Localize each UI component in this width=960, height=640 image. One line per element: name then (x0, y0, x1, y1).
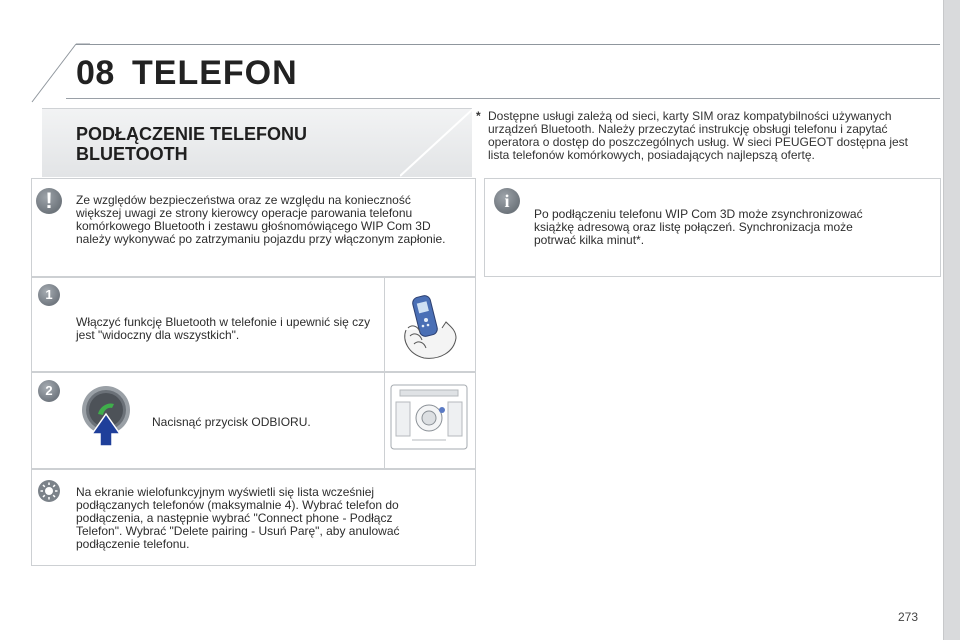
step1-divider (384, 277, 385, 372)
step2-text: Nacisnąć przycisk ODBIORU. (152, 415, 311, 429)
phone-in-hand-icon (404, 295, 457, 359)
tip-text: Na ekranie wielofunkcyjnym wyświetli się… (76, 485, 400, 551)
warning-icon: ! (36, 188, 62, 214)
footnote-marker: * (476, 109, 481, 123)
section-title-line2: BLUETOOTH (76, 144, 188, 164)
footnote-text: Dostępne usługi zależą od sieci, karty S… (488, 109, 909, 162)
header-rule (76, 44, 940, 45)
page-number: 273 (898, 610, 919, 624)
info-text: Po podłączeniu telefonu WIP Com 3D może … (534, 207, 863, 247)
footnote: * Dostępne usługi zależą od sieci, karty… (476, 109, 918, 162)
header-bottom-rule (66, 98, 940, 99)
step1-panel (31, 277, 476, 372)
section-title: PODŁĄCZENIE TELEFONU BLUETOOTH (76, 124, 406, 164)
sun-tip-icon (38, 480, 60, 502)
step2-divider (384, 372, 385, 469)
info-panel (484, 178, 941, 277)
section-title-line1: PODŁĄCZENIE TELEFONU (76, 124, 308, 144)
step1-number-badge: 1 (38, 284, 60, 306)
section-title-card (42, 108, 472, 177)
chapter-title: TELEFON (132, 54, 298, 92)
chapter-number: 08 (76, 54, 115, 92)
radio-console-icon (390, 384, 468, 450)
section-card-diagonal (400, 108, 475, 177)
tip-panel (31, 469, 476, 566)
warning-text: Ze względów bezpieczeństwa oraz ze wzglę… (76, 193, 446, 246)
answer-call-button-icon (82, 386, 130, 446)
step1-text: Włączyć funkcję Bluetooth w telefonie i … (76, 315, 371, 342)
step2-number-badge: 2 (38, 380, 60, 402)
page-edge (943, 0, 960, 640)
info-icon: i (494, 188, 520, 214)
warning-panel (31, 178, 476, 277)
